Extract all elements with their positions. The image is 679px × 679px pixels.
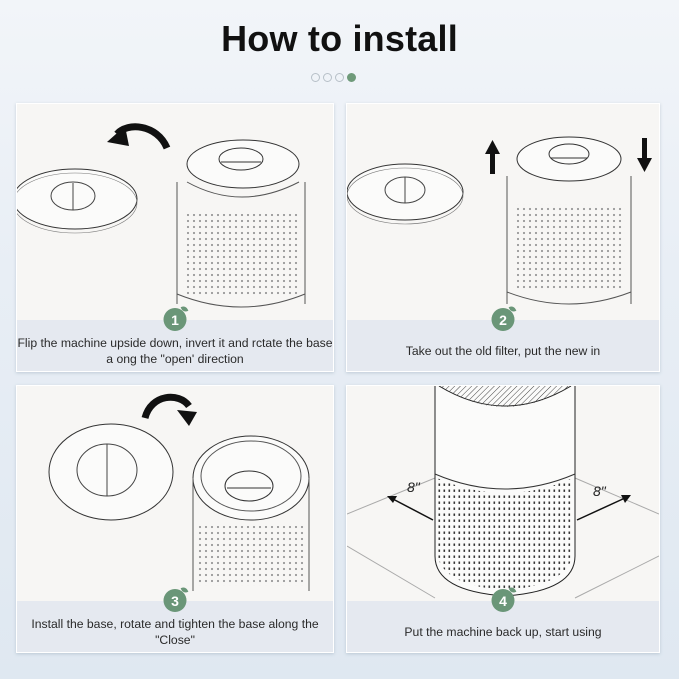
step-4-instruction: Put the machine back up, start using (404, 625, 602, 639)
step-2-illustration (347, 104, 659, 320)
step-4-caption: 4 Put the machine back up, start using (347, 589, 659, 652)
left-clearance-arrow-icon (387, 496, 434, 521)
page-title: How to install (221, 18, 458, 59)
step-1-panel: 1 Flip the machine upside down, invert i… (16, 103, 334, 372)
step-number-badge: 4 (491, 589, 515, 612)
step-4-illustration: 8" 8" (347, 386, 659, 601)
step-3-panel: 3 Install the base, rotate and tighten t… (16, 385, 334, 653)
step-number-badge: 3 (163, 589, 187, 612)
right-clearance-arrow-icon (576, 495, 631, 521)
rotate-clockwise-arrow-icon (141, 393, 197, 426)
step-4-panel: 8" 8" 4 Put the machine back up, start u… (346, 385, 660, 653)
step-1-instruction: Flip the machine upside down, invert it … (17, 336, 333, 366)
pagination-dot-3[interactable] (335, 73, 344, 82)
step-3-instruction: Install the base, rotate and tighten the… (31, 617, 319, 647)
pagination-dot-1[interactable] (311, 73, 320, 82)
step-1-illustration (17, 104, 333, 320)
step-2-panel: 2 Take out the old filter, put the new i… (346, 103, 660, 372)
down-arrow-icon (637, 138, 652, 172)
step-number-badge: 2 (491, 308, 515, 331)
step-number-badge: 1 (163, 308, 187, 331)
pagination-dot-4-active[interactable] (347, 73, 356, 82)
pagination-dot-2[interactable] (323, 73, 332, 82)
svg-text:8": 8" (407, 479, 421, 495)
step-3-illustration (17, 386, 333, 601)
svg-text:8": 8" (593, 483, 607, 499)
step-2-caption: 2 Take out the old filter, put the new i… (347, 308, 659, 371)
step-3-caption: 3 Install the base, rotate and tighten t… (17, 589, 333, 652)
pagination-dots (311, 73, 356, 82)
up-arrow-icon (485, 140, 500, 174)
step-1-caption: 1 Flip the machine upside down, invert i… (17, 308, 333, 371)
rotate-counterclockwise-arrow-icon (107, 123, 171, 150)
step-2-instruction: Take out the old filter, put the new in (405, 344, 601, 358)
